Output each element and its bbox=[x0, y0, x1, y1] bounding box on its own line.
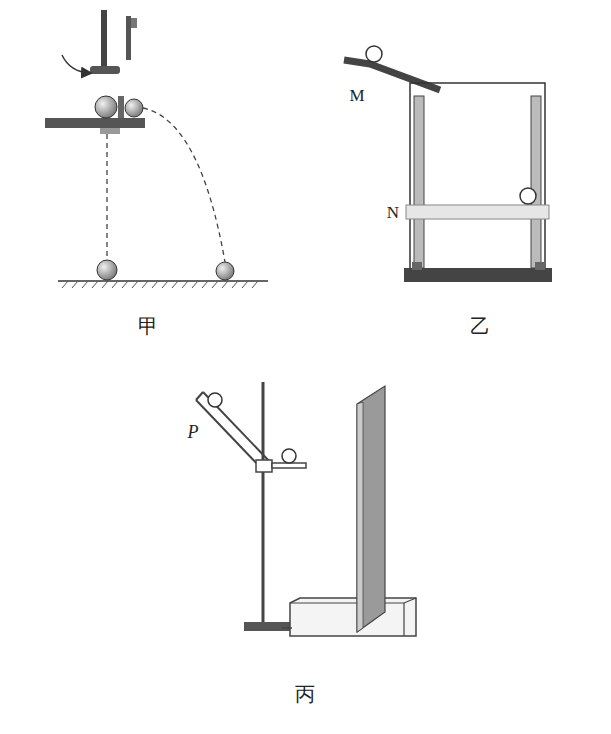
figure-label: 乙 bbox=[470, 316, 490, 336]
figure-label: P bbox=[188, 423, 199, 441]
figure-bing bbox=[196, 382, 416, 636]
figure-label: N bbox=[387, 204, 399, 221]
figure-jia bbox=[45, 10, 268, 288]
figure-label: 甲 bbox=[138, 316, 158, 336]
figure-yi bbox=[344, 46, 552, 282]
figure-label: M bbox=[349, 87, 364, 104]
figure-label: 丙 bbox=[295, 684, 315, 704]
